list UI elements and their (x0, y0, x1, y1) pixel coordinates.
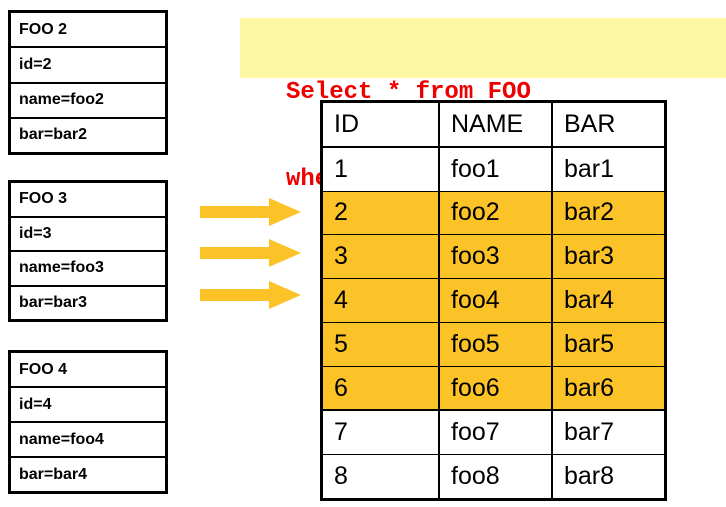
object-field-id: id=3 (11, 218, 165, 252)
object-field-id: id=2 (11, 48, 165, 84)
right-arrow-icon (200, 239, 301, 267)
cell-name: foo7 (440, 411, 553, 455)
table-row-highlighted: 5 foo5 bar5 (323, 322, 664, 367)
cell-bar: bar5 (564, 329, 615, 358)
cell-name: foo3 (440, 235, 553, 279)
result-table: ID NAME BAR 1 foo1 bar1 2 foo2 bar2 3 fo… (320, 100, 667, 501)
object-field-bar: bar=bar3 (19, 293, 88, 311)
cell-id: 2 (323, 191, 440, 235)
table-row: 7 foo7 bar7 (323, 411, 664, 456)
object-field-bar: bar=bar4 (19, 465, 88, 483)
object-box-foo4: FOO 4 id=4 name=foo4 bar=bar4 (8, 350, 168, 494)
object-field-name: name=foo2 (11, 84, 165, 119)
cell-bar: bar7 (564, 418, 615, 447)
cell-name: foo6 (440, 366, 553, 410)
table-row: 1 foo1 bar1 (323, 147, 664, 192)
table-row: 8 foo8 bar8 (323, 455, 664, 499)
table-row-highlighted: 6 foo6 bar6 (323, 366, 664, 412)
object-title: FOO 2 (11, 13, 165, 49)
cell-id: 8 (323, 455, 440, 499)
sql-query-banner: Select * from FOO where id > 1 and id < … (240, 18, 726, 193)
object-field-name: name=foo4 (11, 423, 165, 458)
cell-id: 1 (323, 147, 440, 191)
cell-bar: bar4 (564, 286, 615, 315)
table-row-highlighted: 2 foo2 bar2 (323, 191, 664, 236)
column-header-name: NAME (440, 103, 553, 146)
object-box-foo2: FOO 2 id=2 name=foo2 bar=bar2 (8, 10, 168, 155)
right-arrow-icon (200, 281, 301, 309)
table-header-row: ID NAME BAR (323, 103, 664, 148)
cell-name: foo5 (440, 322, 553, 366)
right-arrow-icon (200, 198, 301, 226)
object-box-foo3: FOO 3 id=3 name=foo3 bar=bar3 (8, 180, 168, 322)
object-field-id: id=4 (11, 388, 165, 423)
object-field-name: name=foo3 (11, 252, 165, 287)
cell-name: foo4 (440, 279, 553, 322)
cell-bar: bar8 (564, 462, 615, 491)
cell-bar: bar6 (564, 373, 615, 402)
table-row-highlighted: 4 foo4 bar4 (323, 279, 664, 323)
table-row-highlighted: 3 foo3 bar3 (323, 235, 664, 280)
cell-id: 6 (323, 366, 440, 410)
column-header-bar: BAR (564, 109, 616, 138)
cell-name: foo8 (440, 455, 553, 499)
cell-bar: bar1 (564, 154, 615, 183)
cell-id: 5 (323, 322, 440, 366)
cell-name: foo1 (440, 147, 553, 191)
cell-bar: bar3 (564, 242, 615, 271)
cell-id: 4 (323, 279, 440, 322)
cell-id: 3 (323, 235, 440, 279)
cell-name: foo2 (440, 191, 553, 235)
cell-id: 7 (323, 411, 440, 455)
object-title: FOO 3 (11, 183, 165, 218)
column-header-id: ID (323, 103, 440, 146)
object-field-bar: bar=bar2 (19, 126, 88, 144)
object-title: FOO 4 (11, 353, 165, 388)
cell-bar: bar2 (564, 198, 615, 227)
